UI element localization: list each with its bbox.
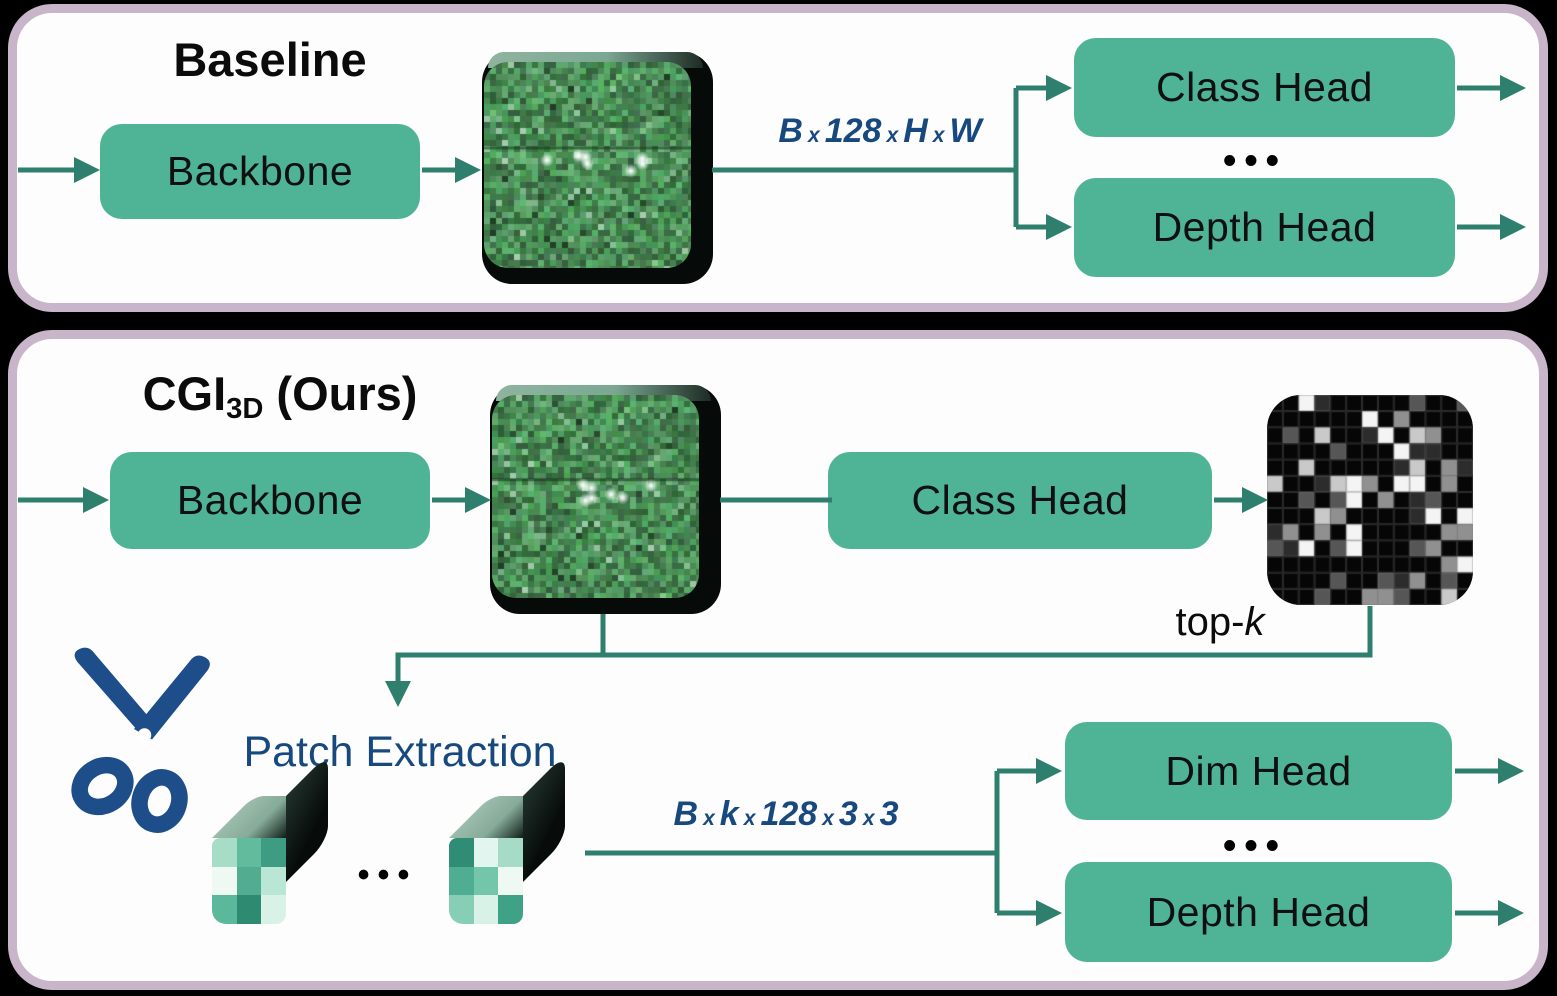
cube-cell: [473, 895, 499, 924]
cube-cell: [498, 838, 523, 867]
baseline-title: Baseline: [173, 33, 367, 86]
ours-backbone-label: Backbone: [176, 477, 364, 523]
ours-dim-head-box: Dim Head: [1065, 722, 1452, 820]
patch-cube-2: [447, 754, 567, 924]
baseline-heads-ellipsis: •••: [1223, 140, 1287, 182]
scissors-handles: [71, 756, 188, 833]
cube-cell: [498, 895, 523, 924]
cube-cell: [261, 895, 286, 924]
ours-feature-map-image: [490, 385, 721, 614]
ours-heads-ellipsis: •••: [1223, 825, 1287, 867]
patch-cube-1: [210, 754, 330, 924]
ours-title: CGI3D (Ours): [110, 367, 450, 426]
cube-cell: [236, 838, 262, 867]
baseline-class-head-box: Class Head: [1074, 38, 1455, 137]
cube-cell: [212, 895, 237, 924]
ours-depth-head-label: Depth Head: [1146, 888, 1371, 935]
scissors-pivot: [137, 728, 152, 742]
ours-backbone-box: Backbone: [110, 452, 430, 549]
baseline-class-head-label: Class Head: [1156, 64, 1373, 110]
cube-cell: [473, 838, 499, 867]
top-k-label: top-k: [1120, 600, 1320, 645]
cube-cell: [212, 866, 237, 896]
cube-cell: [236, 895, 262, 924]
baseline-feature-map-image: [482, 52, 713, 284]
feature-map-canvas: [484, 62, 691, 268]
baseline-backbone-box: Backbone: [100, 124, 420, 219]
ours-title-suffix: (Ours): [263, 367, 418, 420]
cube-cell: [449, 895, 474, 924]
ours-title-subscript: 3D: [226, 393, 264, 426]
baseline-depth-head-box: Depth Head: [1074, 178, 1455, 277]
baseline-depth-head-label: Depth Head: [1152, 204, 1377, 250]
scissors-icon: [71, 647, 210, 833]
cube-front-face: [212, 838, 286, 924]
ours-dim-head-label: Dim Head: [1165, 747, 1352, 794]
ours-class-head-label: Class Head: [911, 477, 1129, 523]
ours-class-head-box: Class Head: [828, 452, 1212, 549]
score-heatmap-canvas: [1267, 395, 1473, 605]
baseline-backbone-label: Backbone: [166, 148, 354, 194]
cubes-ellipsis: •••: [357, 856, 418, 894]
feature-map-canvas: [492, 395, 699, 598]
scissors-blades: [74, 647, 210, 740]
cube-cell: [449, 838, 474, 867]
cube-front-face: [449, 838, 523, 924]
cube-cell: [449, 866, 474, 896]
ours-depth-head-box: Depth Head: [1065, 862, 1452, 962]
patch-extraction-label: Patch Extraction: [243, 728, 557, 776]
cube-cell: [473, 866, 499, 896]
cube-cell: [236, 866, 262, 896]
topk-score-heatmap-image: [1267, 395, 1473, 605]
cube-cell: [212, 838, 237, 867]
cube-cell: [261, 866, 286, 896]
top-k-variable: k: [1244, 600, 1265, 644]
ours-title-main: CGI: [142, 367, 227, 420]
top-k-prefix: top-: [1175, 600, 1245, 644]
cube-cell: [261, 838, 286, 867]
cube-cell: [498, 866, 523, 896]
